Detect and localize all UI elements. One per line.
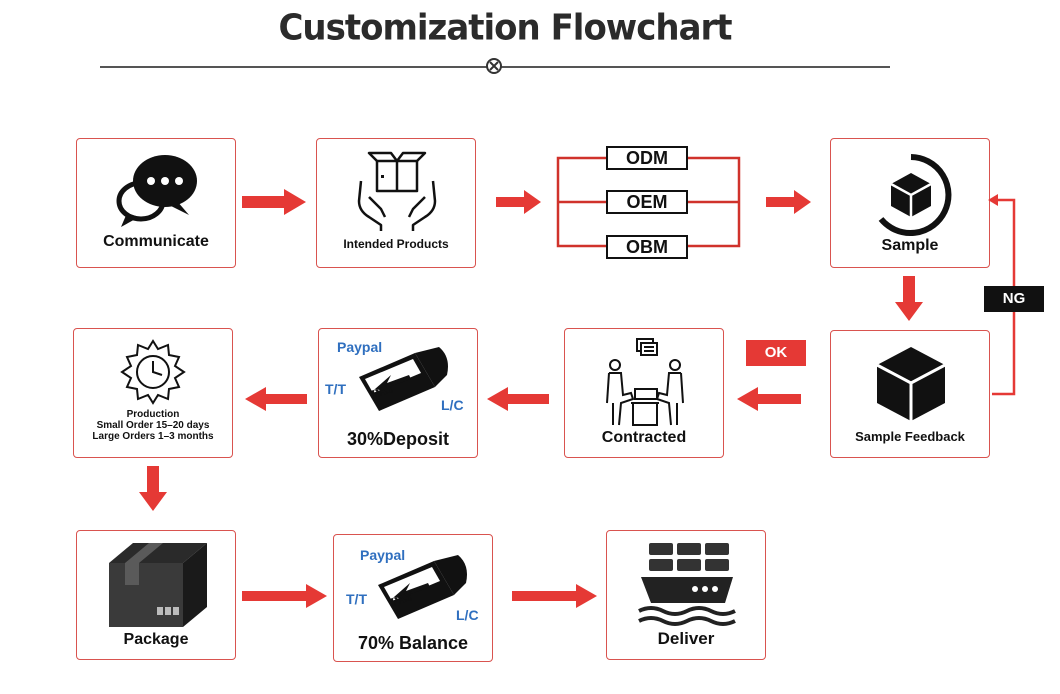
arrow-down-icon: [139, 466, 167, 511]
hands-box-icon: [357, 151, 437, 231]
step-communicate: Communicate: [76, 138, 236, 268]
deposit-label: 30%Deposit: [346, 429, 450, 449]
chat-bubbles-icon: [116, 155, 197, 227]
production-large-order: Large Orders 1–3 months: [92, 431, 214, 442]
gear-clock-icon: [120, 339, 186, 405]
contracted-label: Contracted: [601, 429, 687, 446]
handshake-people-icon: [606, 338, 684, 426]
production-small-order: Small Order 15–20 days: [96, 420, 210, 431]
arrow-left-icon: [245, 387, 307, 411]
ok-badge: OK: [746, 340, 806, 366]
sample-label: Sample: [881, 237, 939, 254]
ng-badge: NG: [984, 286, 1044, 312]
step-balance: Paypal T/T L/C PAY 70% Balance: [333, 534, 493, 662]
option-oem: OEM: [606, 190, 688, 214]
options-bracket: [556, 156, 741, 248]
pay-card-hand-icon: [359, 347, 448, 411]
package-label: Package: [123, 631, 189, 648]
paypal-label: Paypal: [337, 339, 383, 355]
option-obm: OBM: [606, 235, 688, 259]
tt-label: T/T: [346, 591, 367, 607]
cube-circle-icon: [878, 154, 952, 236]
sample-feedback-label: Sample Feedback: [855, 429, 965, 444]
balance-label: 70% Balance: [357, 633, 469, 653]
tt-label: T/T: [325, 381, 346, 397]
step-package: Package: [76, 530, 236, 660]
deliver-label: Deliver: [657, 629, 715, 648]
arrow-down-icon: [895, 276, 923, 321]
arrow-right-icon: [512, 584, 597, 608]
communicate-label: Communicate: [103, 233, 209, 250]
arrow-right-icon: [496, 190, 541, 214]
divider-knot-icon: [486, 58, 502, 74]
step-contracted: Contracted: [564, 328, 724, 458]
step-sample-feedback: Sample Feedback: [830, 330, 990, 458]
step-intended-products: Intended Products: [316, 138, 476, 268]
arrow-right-icon: [242, 584, 327, 608]
paypal-label: Paypal: [360, 547, 406, 563]
intended-products-label: Intended Products: [343, 237, 449, 251]
step-deliver: Deliver: [606, 530, 766, 660]
lc-label: L/C: [456, 607, 479, 623]
lc-label: L/C: [441, 397, 464, 413]
page-title: Customization Flowchart: [278, 7, 732, 49]
production-title: Production: [126, 409, 180, 420]
arrow-left-icon: [487, 387, 549, 411]
arrow-left-icon: [737, 387, 801, 411]
step-production: Production Small Order 15–20 days Large …: [73, 328, 233, 458]
arrow-right-icon: [766, 190, 811, 214]
cube-icon: [876, 347, 946, 421]
step-sample: Sample: [830, 138, 990, 268]
arrow-right-icon: [242, 189, 306, 215]
cargo-ship-icon: [638, 543, 736, 626]
pay-card-hand-icon: [378, 555, 467, 619]
option-odm: ODM: [606, 146, 688, 170]
package-box-icon: [109, 543, 207, 627]
step-deposit: Paypal T/T L/C PAY 30%Deposit: [318, 328, 478, 458]
